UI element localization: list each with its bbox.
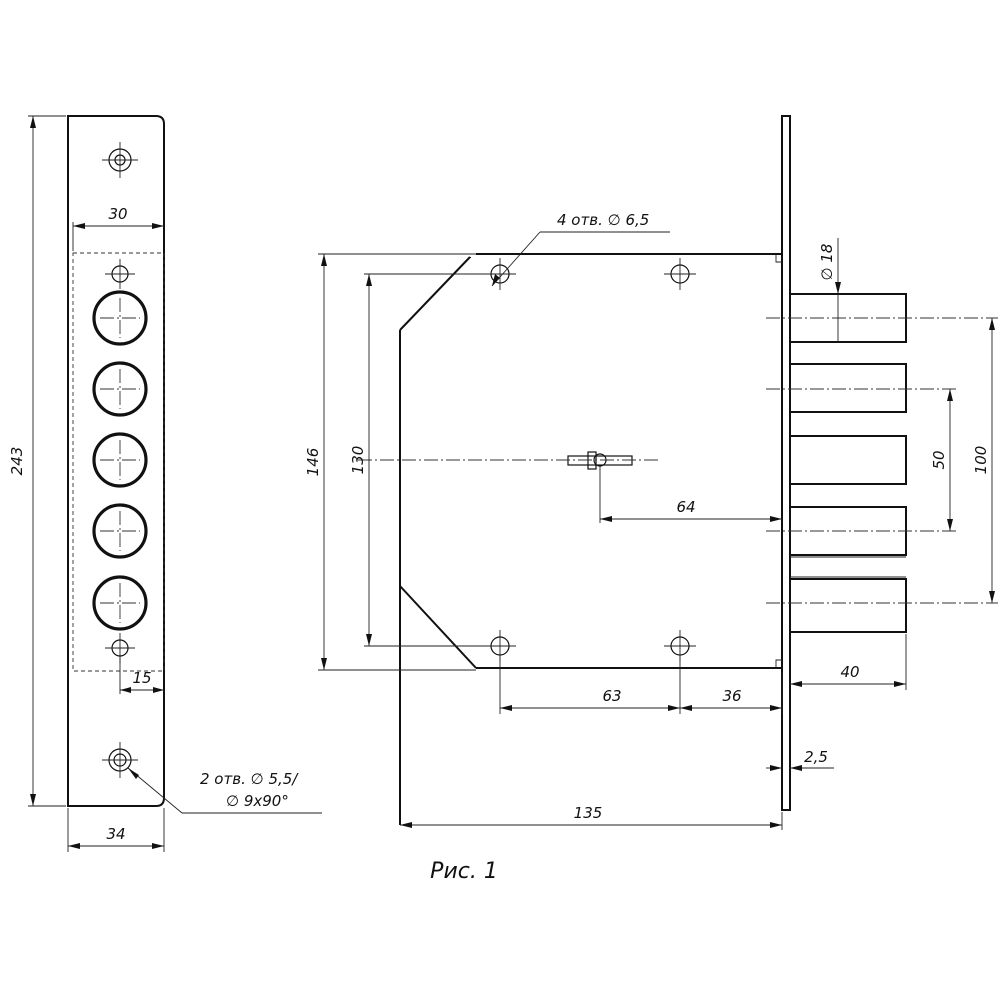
body-holes-note-label: 4 отв. ∅ 6,5: [557, 211, 649, 229]
bolt: [789, 435, 907, 485]
strike-plate-pocket: [72, 252, 165, 672]
lock-faceplate: [781, 115, 791, 811]
top-mounting-hole: [102, 142, 138, 178]
bolt-openings: [92, 290, 148, 631]
dimension-130-label: 130: [349, 446, 367, 475]
dimension-146: 146: [304, 253, 476, 671]
dimension-36-label: 36: [722, 687, 741, 705]
dimension-15-label: 15: [132, 669, 151, 687]
figure-caption: Рис. 1: [430, 859, 498, 884]
bolt-opening: [92, 290, 148, 346]
holes-note-leader: 2 отв. ∅ 5,5/ ∅ 9x90°: [127, 767, 322, 814]
bolt-opening: [92, 361, 148, 417]
dimension-34: 34: [67, 808, 165, 852]
bolt-opening: [92, 432, 148, 488]
dimension-d18-label: ∅ 18: [818, 244, 836, 281]
dimension-2-5-label: 2,5: [804, 748, 828, 766]
lock-body-view: 4 отв. ∅ 6,5 ∅ 18 146 130: [304, 115, 998, 830]
dimension-40: 40: [790, 634, 907, 690]
bolt-opening: [92, 503, 148, 559]
dimension-63-label: 63: [602, 687, 621, 705]
dimension-100-label: 100: [972, 446, 990, 475]
dimension-243-label: 243: [8, 447, 26, 476]
body-holes-note: 4 отв. ∅ 6,5: [491, 211, 670, 287]
dimension-d18: ∅ 18: [818, 238, 841, 342]
lock-body-outline: [399, 253, 782, 825]
dimension-63-36: 63 36: [499, 656, 783, 714]
dimension-64: 64: [599, 466, 782, 523]
dimension-2-5: 2,5: [766, 748, 834, 771]
dimension-34-label: 34: [106, 825, 125, 843]
body-mounting-holes: [484, 258, 696, 662]
body-hole: [484, 258, 516, 290]
upper-pocket-hole: [105, 259, 135, 289]
dimension-100: 100: [972, 318, 995, 603]
lock-body-corner-marks: [775, 254, 782, 668]
bottom-mounting-hole: [102, 742, 138, 778]
dimension-40-label: 40: [840, 663, 859, 681]
dimension-50-label: 50: [930, 450, 948, 469]
dimension-50: 50: [930, 389, 953, 531]
dimension-135-label: 135: [574, 804, 603, 822]
bolt: [789, 578, 907, 633]
body-hole: [664, 258, 696, 290]
strike-holes-note-line1: 2 отв. ∅ 5,5/: [200, 770, 299, 788]
dimension-130: 130: [349, 273, 490, 647]
dimension-64-label: 64: [676, 498, 695, 516]
bolt-opening: [92, 575, 148, 631]
lock-bolts: [789, 293, 907, 633]
strike-plate-view: 243 30 15 34: [8, 115, 322, 852]
dimension-146-label: 146: [304, 448, 322, 477]
strike-holes-note-line2: ∅ 9x90°: [226, 792, 289, 810]
dimension-15: 15: [119, 656, 164, 694]
dimension-30-label: 30: [108, 205, 127, 223]
dimension-30: 30: [72, 205, 164, 251]
bolt: [789, 363, 907, 413]
dimension-243: 243: [8, 115, 66, 807]
dimension-135: 135: [400, 804, 783, 830]
